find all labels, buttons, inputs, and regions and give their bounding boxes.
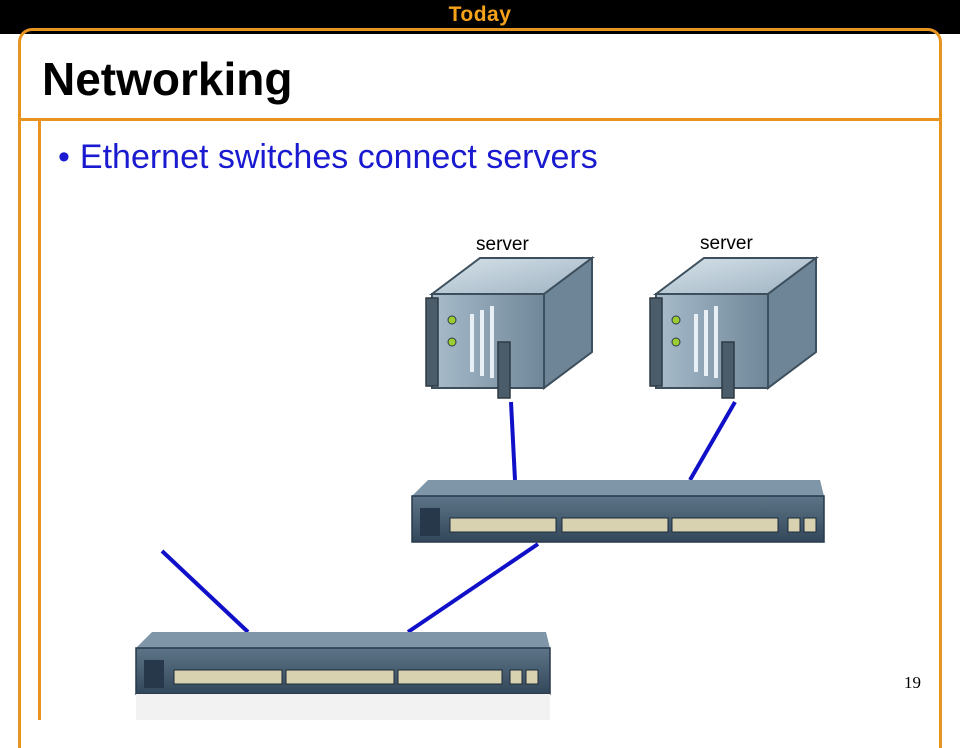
bullet-dot: • [58,138,70,176]
server-icon-2 [649,256,819,399]
link-switch-to-switch [406,542,540,634]
server-icon-1 [425,256,595,399]
slide-frame [18,28,942,748]
bullet-text: Ethernet switches connect servers [79,138,598,176]
bullet-item: •Ethernet switches connect servers [58,138,598,177]
link-uplink [160,549,250,634]
slide-title: Networking [42,53,293,105]
link-server2-switch [688,401,737,481]
switch-icon-2 [135,632,551,720]
network-diagram [135,256,825,720]
page-number: 19 [904,673,921,692]
title-divider [18,118,942,121]
left-divider [38,118,41,720]
link-server1-switch [509,401,517,481]
server-label-2: server [700,233,753,254]
server-label-1: server [476,234,529,255]
switch-icon-1 [411,480,825,543]
section-label: Today [448,3,512,26]
